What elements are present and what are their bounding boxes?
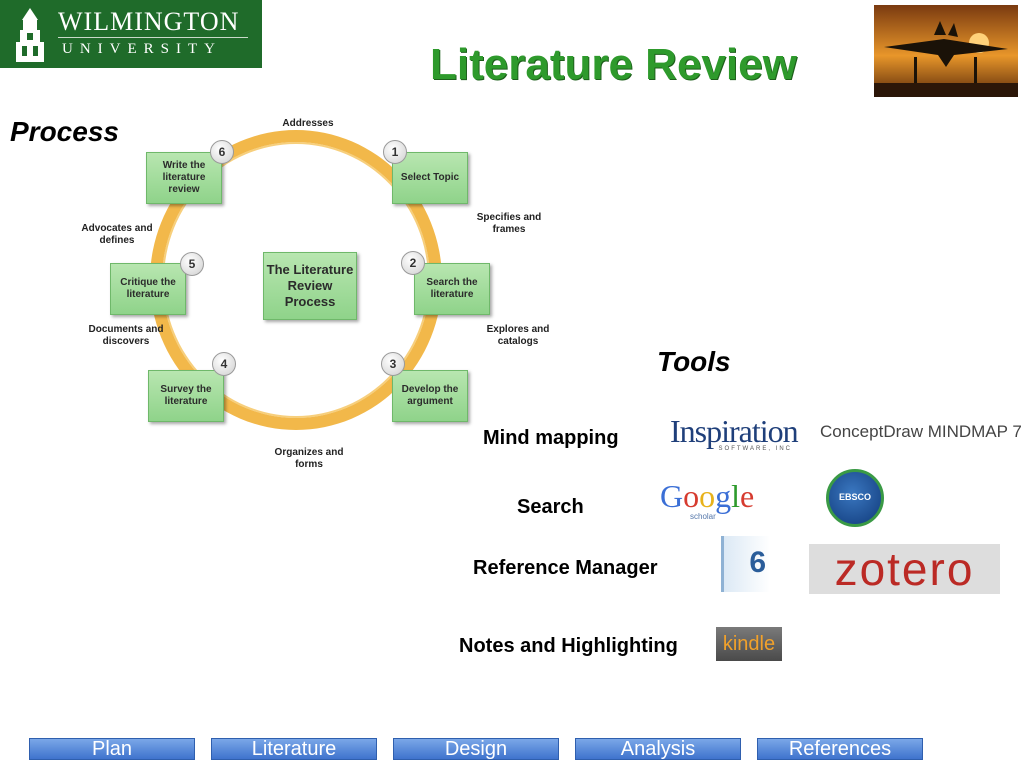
step-number-2: 2 [401,251,425,275]
nav-literature-button[interactable]: Literature [211,738,377,760]
edge-explores-catalogs: Explores and catalogs [476,324,560,348]
edge-addresses: Addresses [270,118,346,130]
step-number-3: 3 [381,352,405,376]
google-scholar-logo[interactable]: Google scholar [660,478,754,515]
step-critique-literature: Critique the literature [110,263,186,315]
process-heading: Process [10,116,119,148]
step-write-review: Write the literature review [146,152,222,204]
ebsco-host-logo[interactable]: EBSCO [826,469,884,527]
google-g: G [660,478,683,514]
nav-analysis-button[interactable]: Analysis [575,738,741,760]
google-l: l [731,478,740,514]
google-o2: o [699,478,715,514]
step-number-5: 5 [180,252,204,276]
conceptdraw-logo[interactable]: ConceptDraw MINDMAP 7 [820,422,1022,442]
edge-documents-discovers: Documents and discovers [82,324,170,348]
edge-advocates-defines: Advocates and defines [80,223,154,247]
edge-specifies-frames: Specifies and frames [468,212,550,236]
logo-divider [58,37,248,38]
mind-mapping-label: Mind mapping [483,427,619,450]
fighter-jet-photo [874,5,1018,97]
inspiration-logo-text: Inspiration [670,416,792,446]
reference-manager-label: Reference Manager [473,557,658,580]
nav-references-button[interactable]: References [757,738,923,760]
tools-heading: Tools [657,346,731,378]
step-survey-literature: Survey the literature [148,370,224,422]
endnote-version: 6 [749,546,766,580]
search-label: Search [517,496,584,519]
google-g2: g [715,478,731,514]
step-search-literature: Search the literature [414,263,490,315]
kindle-logo[interactable]: kindle [716,627,782,661]
google-o1: o [683,478,699,514]
ebsco-logo-text: EBSCO [829,492,881,502]
google-scholar-sub: scholar [690,512,716,521]
step-number-6: 6 [210,140,234,164]
edge-organizes-forms: Organizes and forms [262,447,356,471]
step-develop-argument: Develop the argument [392,370,468,422]
nav-design-button[interactable]: Design [393,738,559,760]
tower-icon [8,6,52,64]
logo-name: WILMINGTON [58,7,239,37]
nav-plan-button[interactable]: Plan [29,738,195,760]
wilmington-university-logo: WILMINGTON UNIVERSITY [0,0,262,68]
step-number-1: 1 [383,140,407,164]
notes-highlighting-label: Notes and Highlighting [459,635,678,658]
page-title: Literature Review [430,40,797,90]
step-number-4: 4 [212,352,236,376]
endnote-logo[interactable]: 6 [721,536,770,592]
google-e: e [740,478,754,514]
logo-subtitle: UNIVERSITY [62,41,222,58]
center-label: The Literature Review Process [263,252,357,320]
zotero-logo[interactable]: zotero [809,544,1000,594]
inspiration-logo[interactable]: Inspiration SOFTWARE, INC [670,416,792,456]
